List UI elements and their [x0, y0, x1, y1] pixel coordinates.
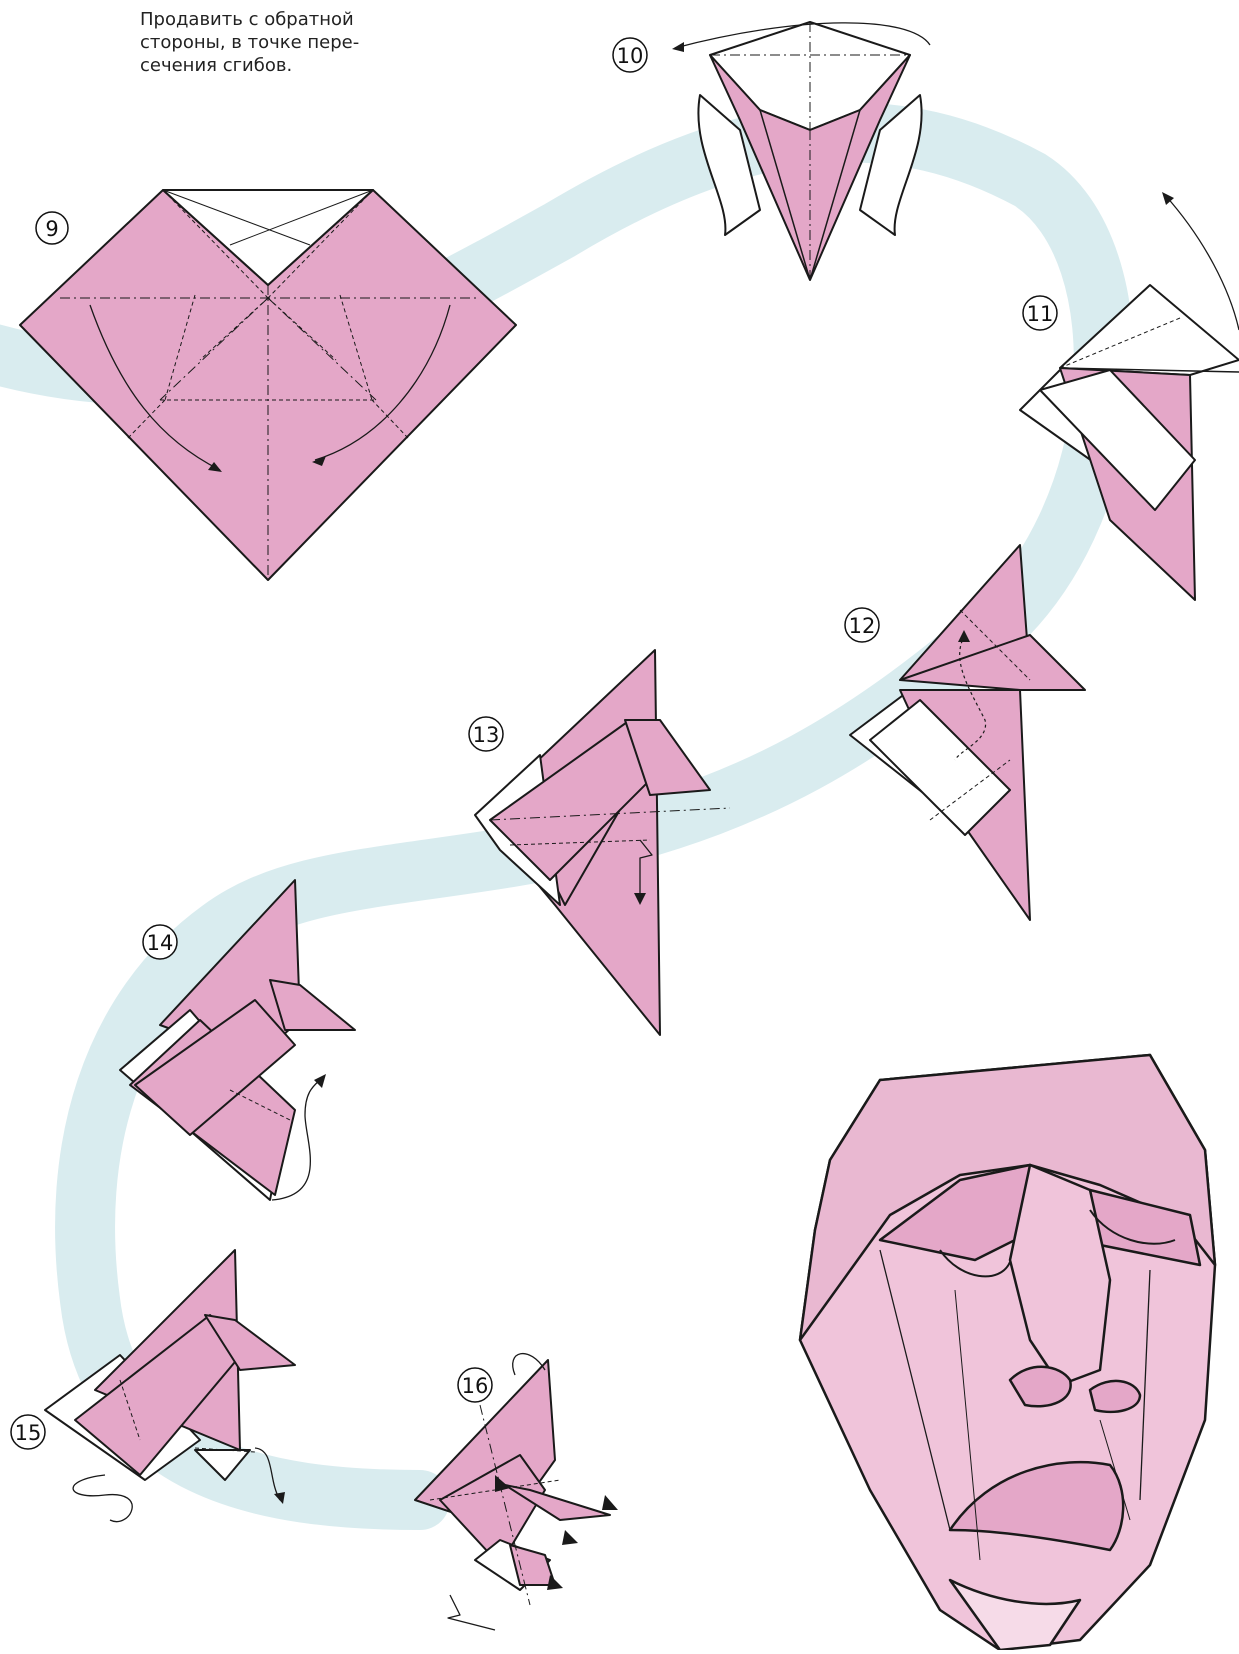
step-10-model	[672, 22, 930, 280]
step-16-model	[415, 1354, 618, 1630]
step-9-model	[20, 190, 516, 580]
final-face-model	[800, 1055, 1215, 1650]
instruction-note: Продавить с обратной стороны, в точке пе…	[140, 8, 440, 77]
